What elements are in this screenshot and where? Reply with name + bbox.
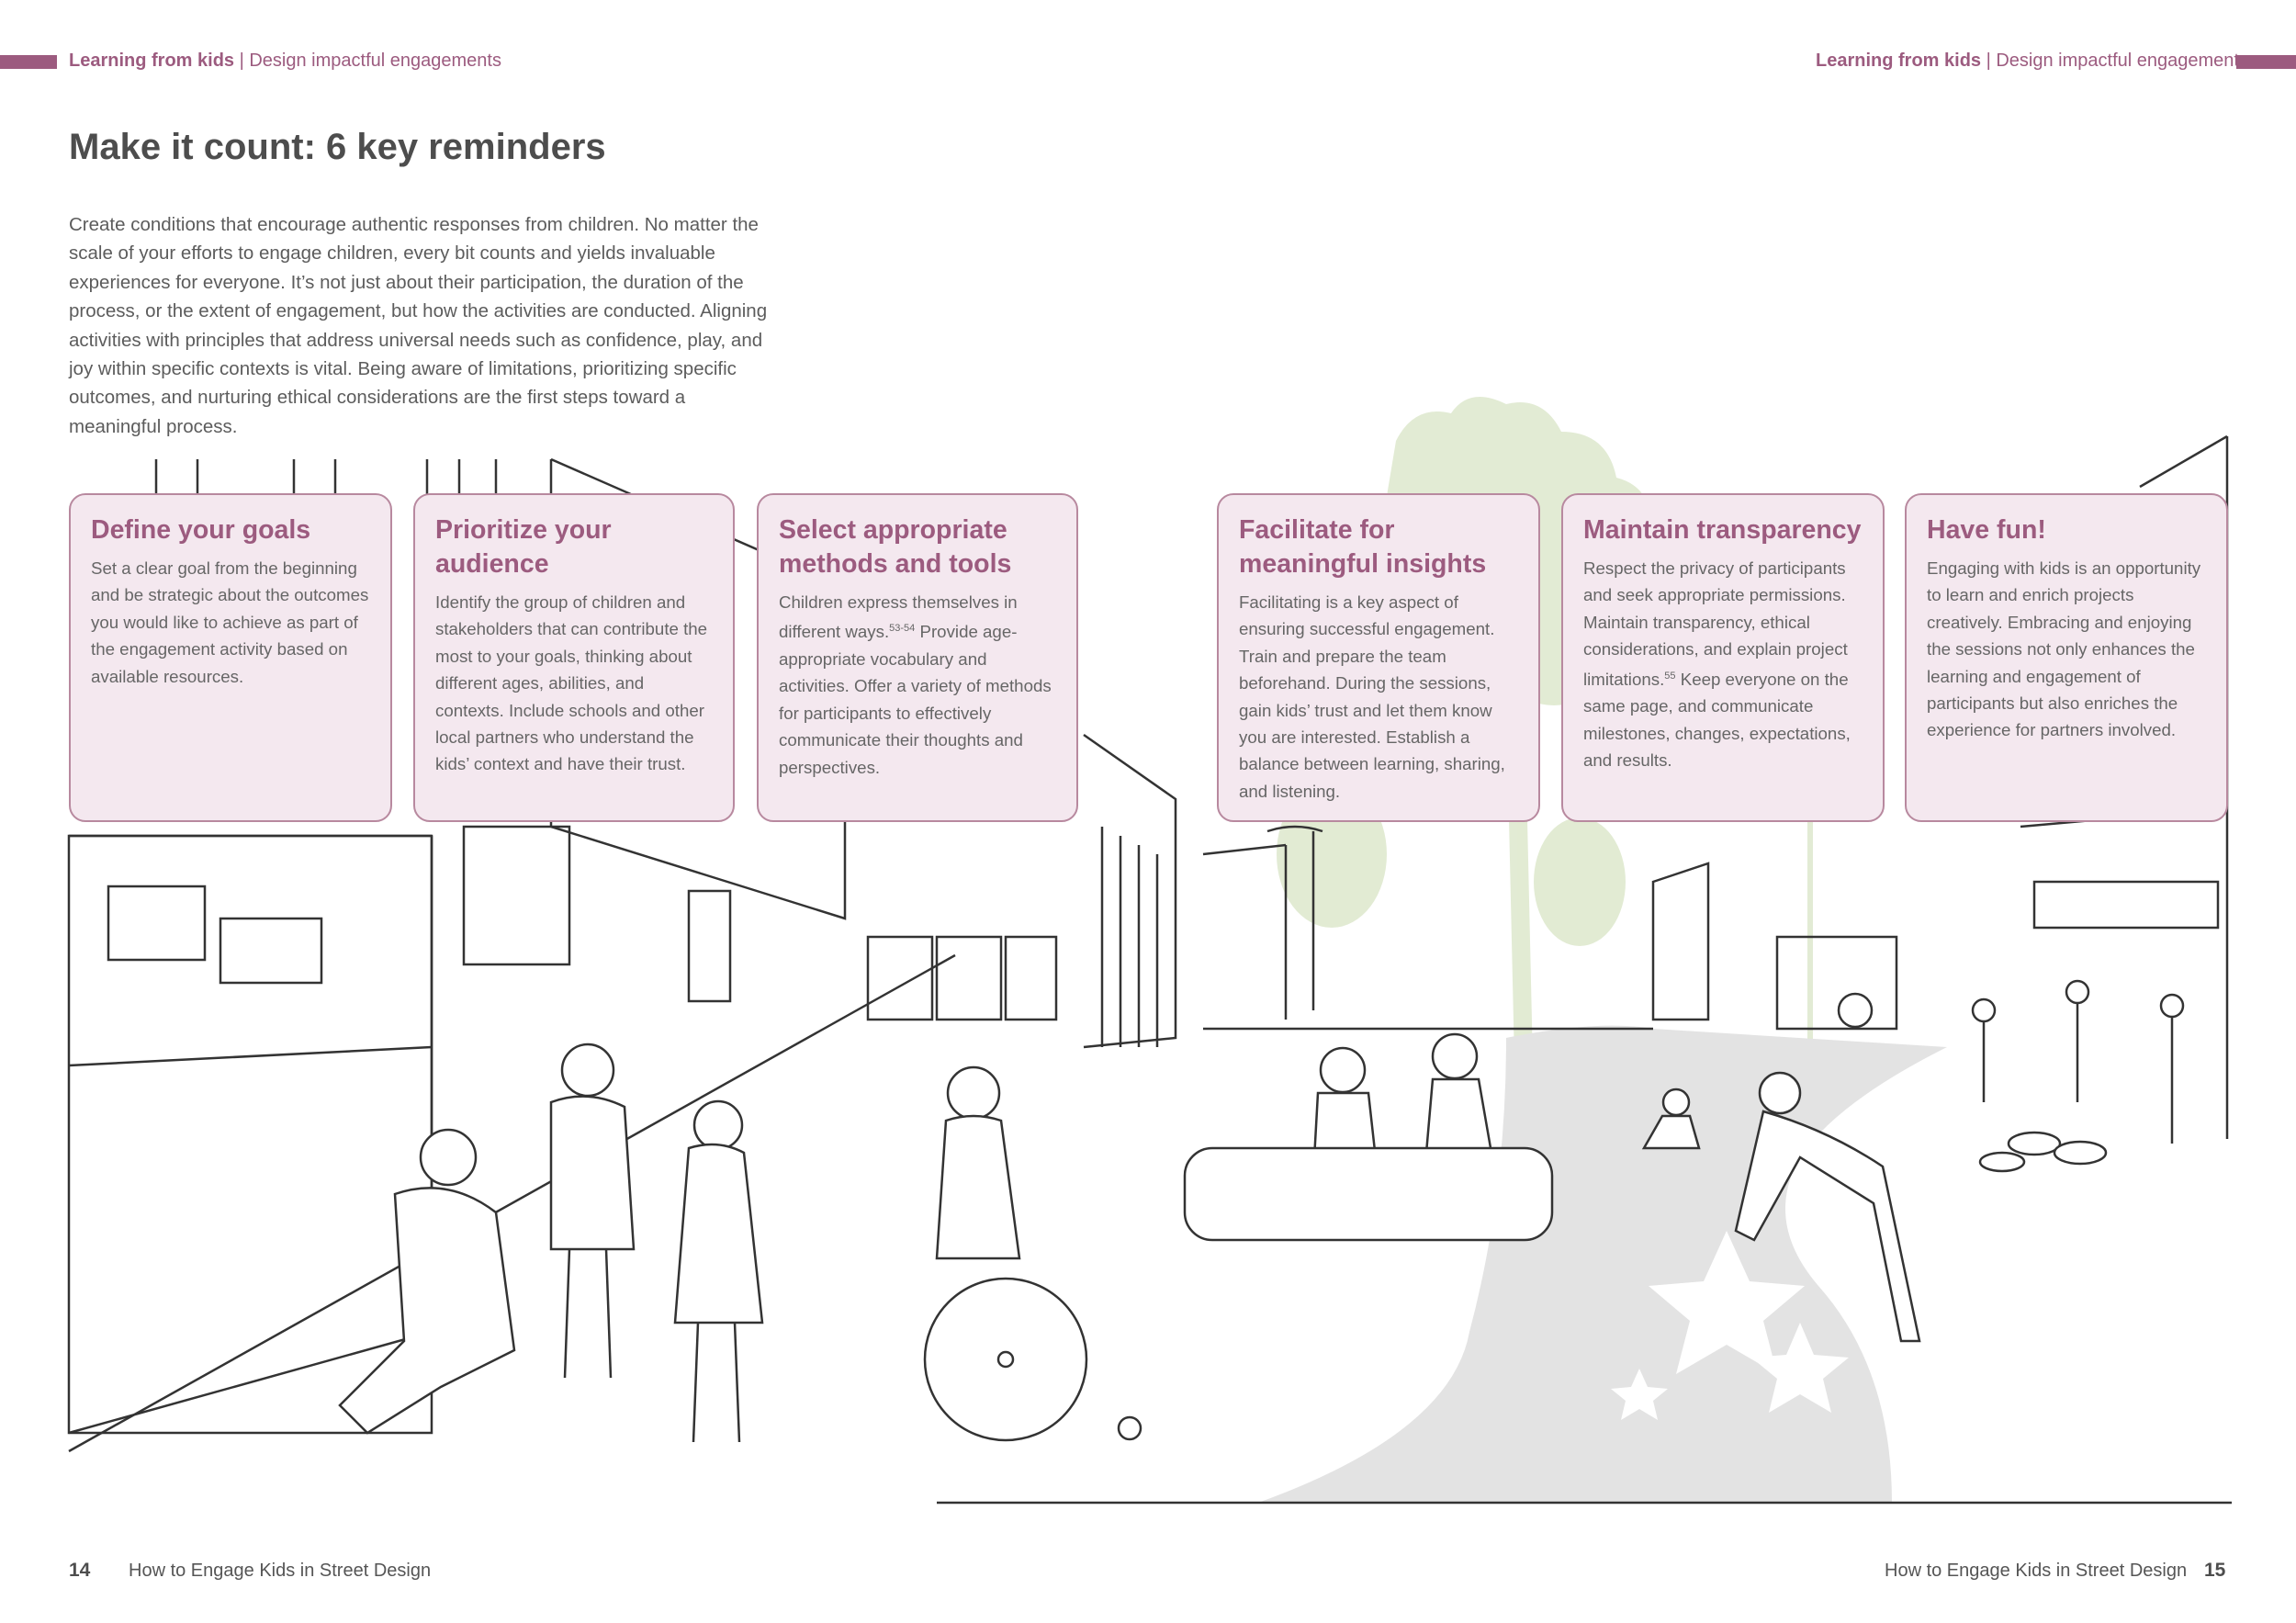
header-subsection-label[interactable]: Design impactful engagements [1996,51,2248,71]
header-separator: | [1981,51,1997,71]
card-title: Facilitate for meaningful insights [1239,515,1487,579]
reminder-card-facilitate: Facilitate for meaningful insights Facil… [1217,493,1540,822]
reminder-card-methods: Select appropriate methods and tools Chi… [757,493,1078,822]
card-body: Set a clear goal from the beginning and … [91,558,369,686]
reminder-card-transparency: Maintain transparency Respect the privac… [1561,493,1885,822]
citation-superscript: 55 [1664,670,1676,682]
page-number-right: 15 [2204,1560,2226,1581]
citation-superscript: 53-54 [889,623,916,635]
header-section-label[interactable]: Learning from kids [69,51,235,71]
reminder-card-audience: Prioritize your audience Identify the gr… [413,493,735,822]
running-header-right: Learning from kids | Design impactful en… [1816,51,2248,72]
header-accent-bar-left [0,55,57,69]
reminder-card-fun: Have fun! Engaging with kids is an oppor… [1905,493,2228,822]
header-subsection-label[interactable]: Design impactful engagements [249,51,501,71]
header-separator: | [234,51,250,71]
card-title: Prioritize your audience [435,515,612,579]
card-body: Identify the group of children and stake… [435,592,708,774]
reminder-card-goals: Define your goals Set a clear goal from … [69,493,392,822]
card-body-part: Provide age-appropriate vocabulary and a… [779,622,1052,777]
card-body-part: Children express themselves in different… [779,592,1018,642]
header-accent-bar-right [2236,55,2296,69]
running-header-left: Learning from kids | Design impactful en… [69,51,501,72]
card-title: Select appropriate methods and tools [779,515,1012,579]
buildings-left [67,457,1177,1435]
card-title: Define your goals [91,515,311,545]
card-body: Respect the privacy of participants and … [1583,555,1863,773]
intro-paragraph: Create conditions that encourage authent… [69,214,768,437]
card-body-part: Respect the privacy of participants and … [1583,558,1848,689]
page-title: Make it count: 6 key reminders [69,127,606,167]
card-body: Facilitating is a key aspect of ensuring… [1239,592,1505,801]
card-title: Maintain transparency [1583,515,1862,545]
footer-title-left: How to Engage Kids in Street Design [129,1561,432,1581]
people-figures [338,979,2185,1443]
card-title: Have fun! [1927,515,2046,545]
page-number-left: 14 [69,1560,91,1581]
card-body: Children express themselves in different… [779,589,1056,781]
header-section-label[interactable]: Learning from kids [1816,51,1982,71]
card-body: Engaging with kids is an opportunity to … [1927,558,2201,740]
footer-title-right: How to Engage Kids in Street Design [1885,1561,2188,1581]
card-body-part: Keep everyone on the same page, and comm… [1583,669,1851,771]
